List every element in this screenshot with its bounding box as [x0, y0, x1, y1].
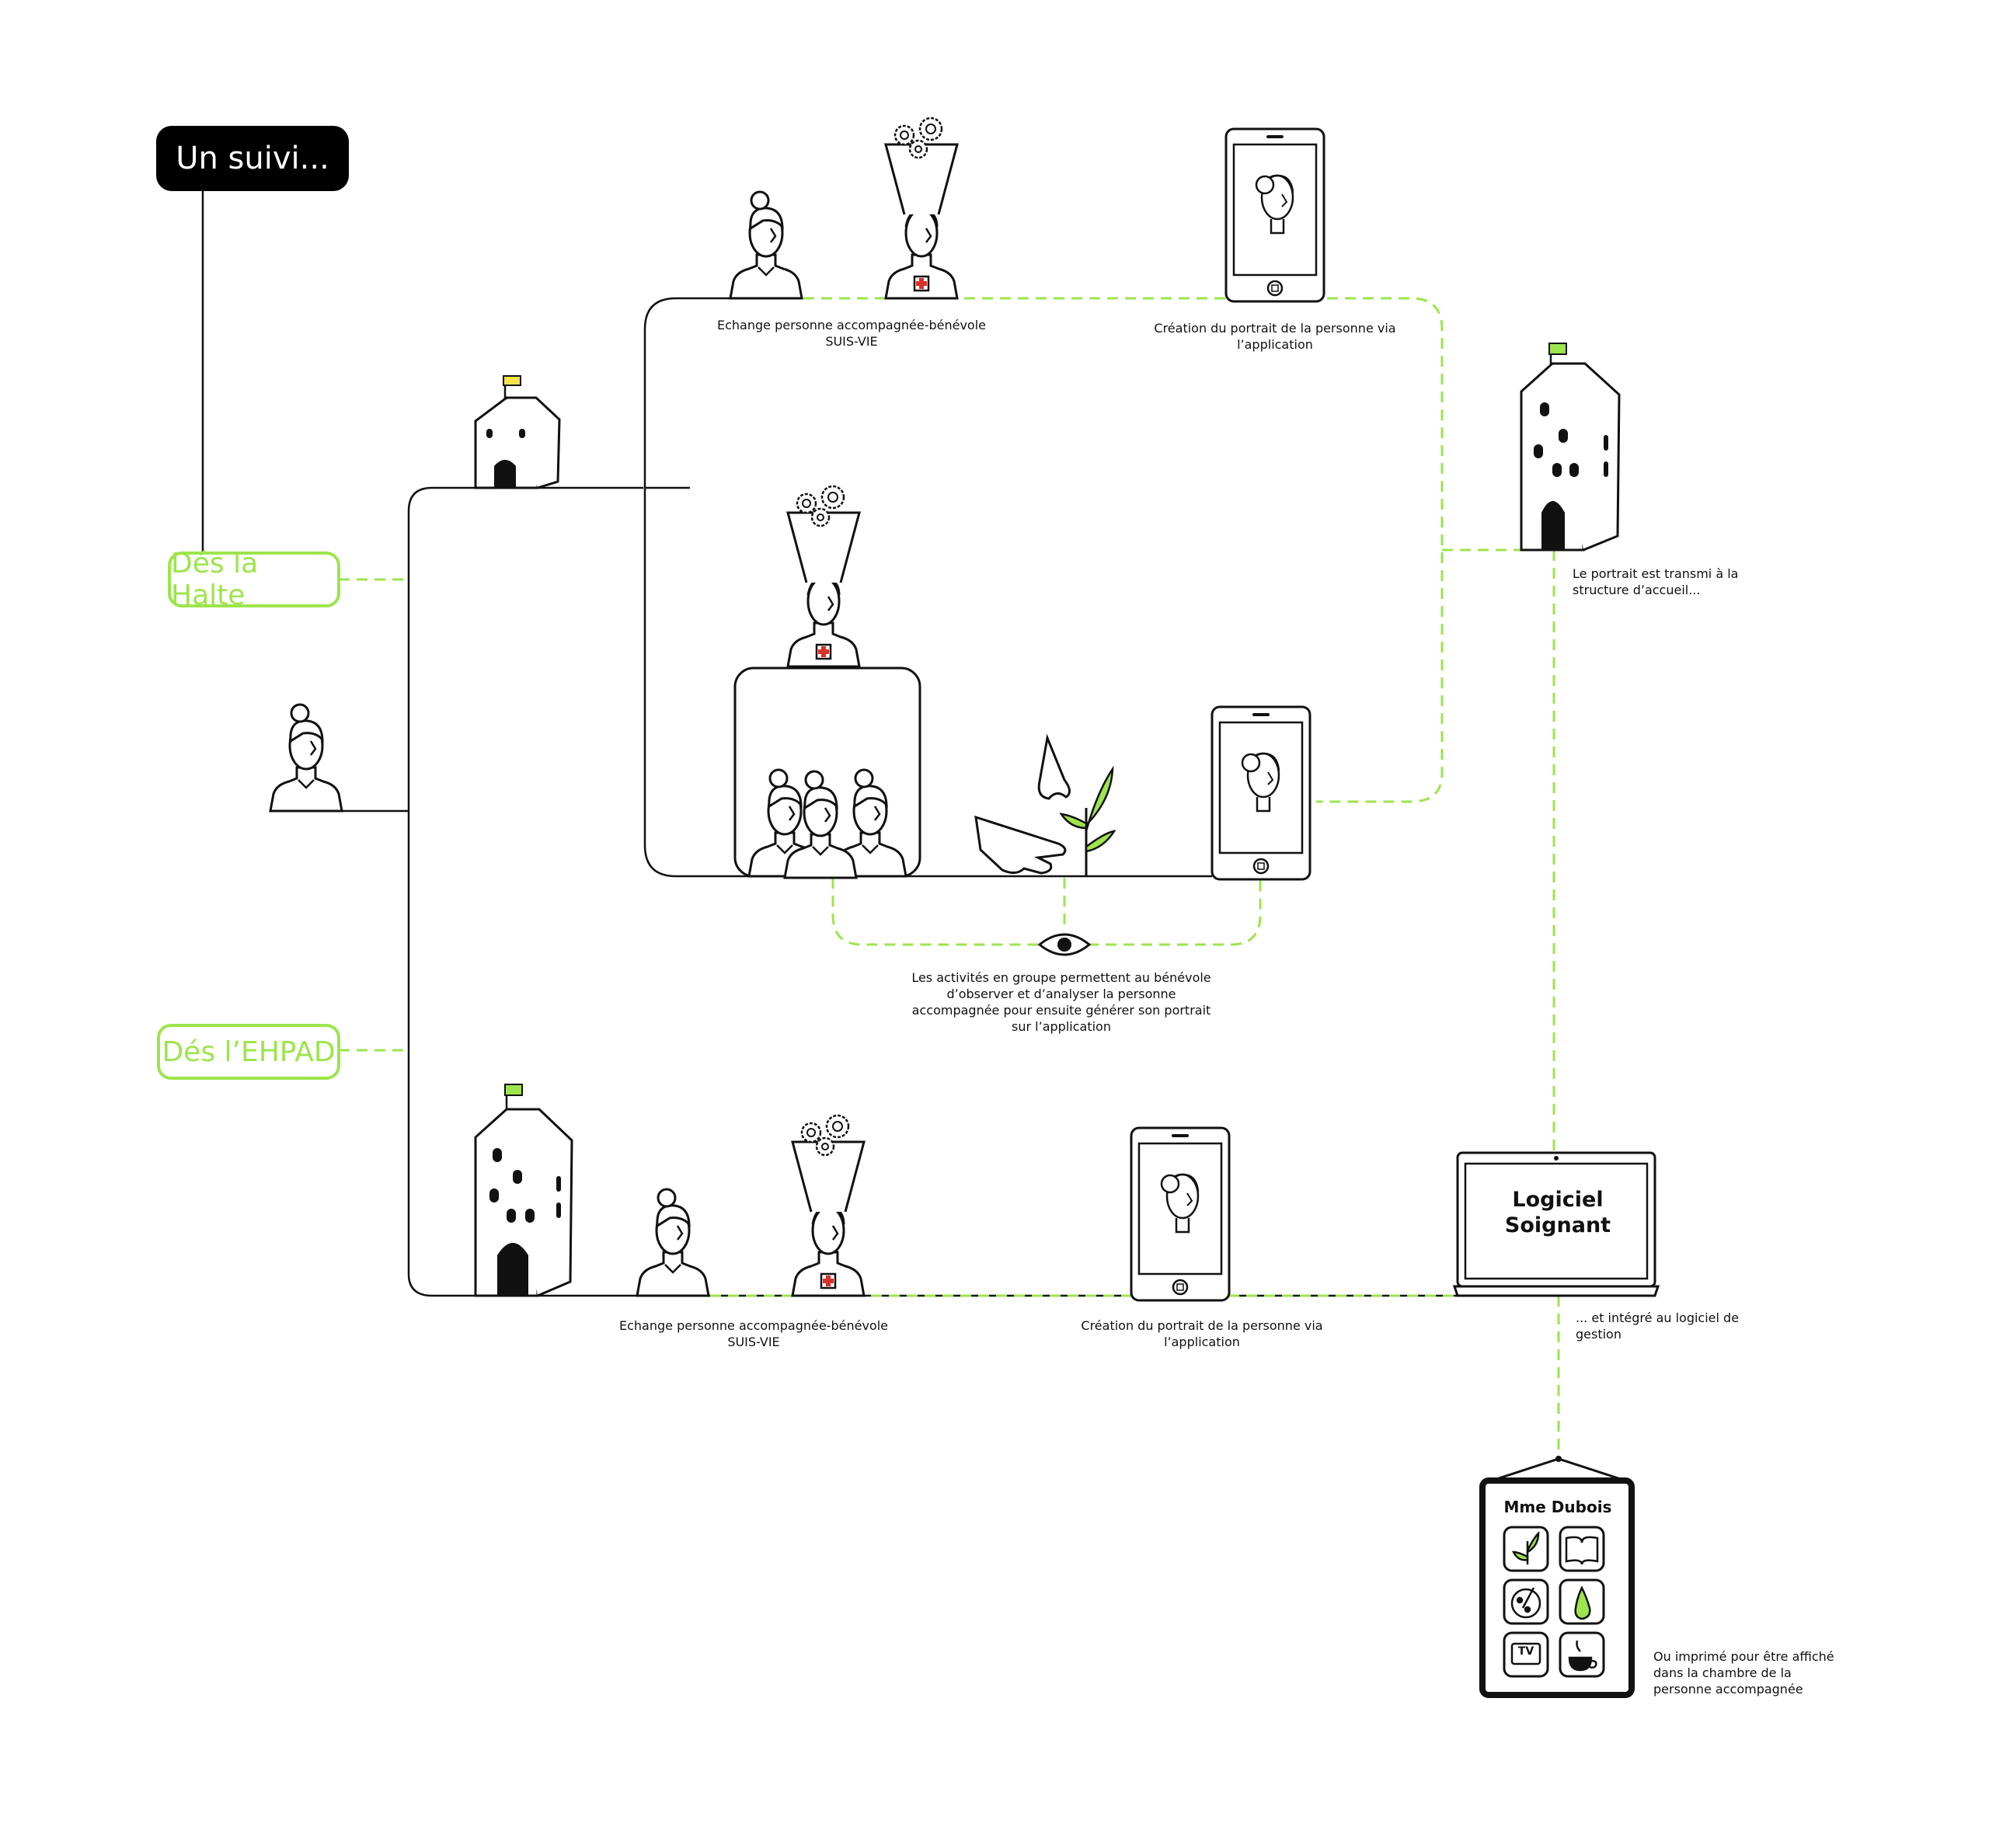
- halte-house-icon: [474, 375, 561, 489]
- phase-ehpad-label: Dés l’EHPAD: [157, 1024, 340, 1080]
- tablet-icon: [1224, 127, 1325, 303]
- caption-imprime: Ou imprimé pour être affiché dans la cha…: [1653, 1648, 1855, 1697]
- laptop-line: Soignant: [1504, 1213, 1611, 1237]
- laptop-line: Logiciel: [1512, 1188, 1604, 1212]
- smell-touch-plant-icon: [974, 733, 1116, 876]
- caption-creation-bottom: Création du portrait de la personne via …: [1050, 1317, 1353, 1350]
- caption-line: Echange personne accompagnée-bénévole: [716, 318, 986, 332]
- plant-icon: [1503, 1526, 1549, 1572]
- caption-line: SUIS-VIE: [727, 1335, 780, 1349]
- caption-line: gestion: [1576, 1327, 1622, 1342]
- caption-echange-top: Echange personne accompagnée-bénévole SU…: [688, 317, 1015, 350]
- laptop-icon: [1452, 1151, 1660, 1297]
- volunteer-icon: [884, 117, 959, 300]
- caption-integre: ... et intégré au logiciel de gestion: [1576, 1310, 1778, 1342]
- poster-name: Mme Dubois: [1503, 1498, 1612, 1516]
- caption-line: accompagnée pour ensuite générer son por…: [911, 1003, 1211, 1018]
- tablet-icon: [1130, 1126, 1231, 1302]
- tablet-icon: [1210, 705, 1311, 881]
- halte-activity-frame: [643, 297, 1212, 878]
- caption-line: Le portrait est transmi à la: [1573, 566, 1739, 581]
- caption-transmis: Le portrait est transmi à la structure d…: [1573, 566, 1775, 598]
- phase-halte-label: Dés la Halte: [168, 548, 340, 611]
- tv-label: TV: [1517, 1645, 1534, 1658]
- accompanied-person-icon: [636, 1188, 710, 1297]
- caption-echange-bottom: Echange personne accompagnée-bénévole SU…: [590, 1317, 917, 1350]
- caption-line: Echange personne accompagnée-bénévole: [618, 1318, 888, 1333]
- caption-creation-top: Création du portrait de la personne via …: [1123, 320, 1426, 353]
- caption-line: Les activités en groupe permettent au bé…: [911, 970, 1211, 985]
- caption-line: d’observer et d’analyser la personne: [946, 987, 1176, 1001]
- page-title: Un suivi...: [156, 126, 349, 191]
- accompanied-person-icon: [269, 703, 343, 813]
- ehpad-building-bottom-icon: [474, 1084, 573, 1297]
- main-branch-line: [407, 486, 1459, 1297]
- caption-line: Création du portrait de la personne via: [1154, 321, 1396, 336]
- caption-line: Création du portrait de la personne via: [1081, 1318, 1323, 1333]
- laptop-screen-text: Logiciel Soignant: [1468, 1187, 1647, 1238]
- top-route-dash: [803, 297, 1444, 803]
- ehpad-building-icon: [1520, 343, 1621, 552]
- eye-icon: [1037, 933, 1092, 956]
- accompanied-person-icon: [729, 190, 803, 300]
- caption-line: structure d’accueil...: [1573, 583, 1701, 597]
- caption-line: l’application: [1164, 1335, 1240, 1349]
- caption-activites: Les activités en groupe permettent au bé…: [898, 969, 1224, 1035]
- volunteer-icon: [791, 1114, 866, 1297]
- volunteer-observer-icon: [786, 485, 861, 668]
- caption-line: sur l’application: [1012, 1019, 1111, 1034]
- caption-line: ... et intégré au logiciel de: [1576, 1310, 1740, 1325]
- caption-line: Ou imprimé pour être affiché: [1653, 1649, 1834, 1664]
- caption-line: personne accompagnée: [1653, 1682, 1803, 1697]
- activity-observe-dash: [831, 878, 1262, 946]
- caption-line: dans la chambre de la: [1653, 1665, 1792, 1680]
- caption-line: l’application: [1237, 337, 1313, 352]
- caption-line: SUIS-VIE: [825, 334, 878, 349]
